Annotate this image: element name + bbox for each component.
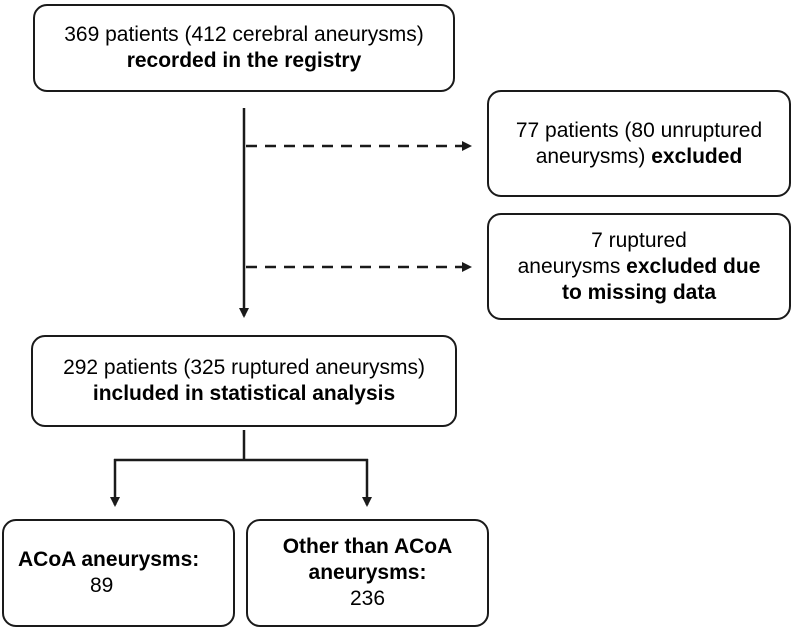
missing-text: aneurysms: [517, 254, 627, 278]
included-label: included in statistical analysis: [92, 382, 396, 405]
other-label-2: aneurysms:: [308, 561, 427, 584]
acoa-box: ACoA aneurysms: 89: [2, 519, 235, 627]
acoa-label: ACoA aneurysms:: [18, 548, 200, 571]
included-count: 292 patients (325 ruptured aneurysms): [63, 356, 425, 379]
other-label-1: Other than ACoA: [282, 535, 453, 558]
acoa-count: 89: [90, 574, 114, 597]
included-box: 292 patients (325 ruptured aneurysms) in…: [31, 335, 457, 427]
other-box: Other than ACoA aneurysms: 236: [246, 519, 489, 627]
missing-label-2: to missing data: [561, 280, 717, 304]
unruptured-count: 77 patients (80 unruptured: [515, 118, 763, 142]
missing-count: 7 ruptured: [591, 228, 687, 252]
registry-box: 369 patients (412 cerebral aneurysms) re…: [33, 4, 455, 92]
unruptured-label: excluded: [651, 144, 743, 168]
unruptured-text: aneurysms): [535, 144, 652, 168]
missing-label-1: excluded due: [626, 254, 761, 278]
registry-count: 369 patients (412 cerebral aneurysms): [64, 23, 424, 46]
missing-data-excluded-box: 7 ruptured aneurysms excluded due to mis…: [487, 213, 791, 320]
registry-label: recorded in the registry: [126, 49, 362, 72]
unruptured-excluded-box: 77 patients (80 unruptured aneurysms) ex…: [487, 90, 791, 197]
other-count: 236: [349, 587, 386, 610]
